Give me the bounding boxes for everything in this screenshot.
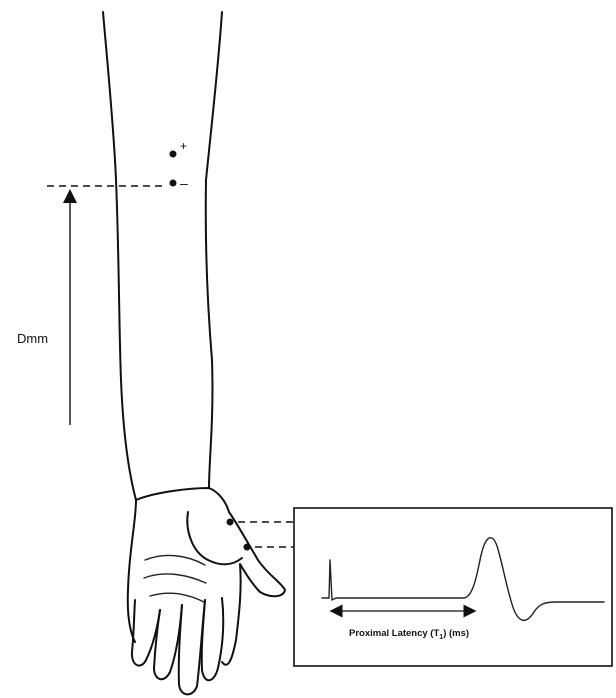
stimulus-electrode-minus	[170, 180, 177, 187]
middle-finger	[179, 600, 205, 694]
latency-label-suffix: ) (ms)	[443, 628, 469, 639]
electrode-plus-label: +	[180, 139, 187, 153]
hand	[132, 488, 285, 694]
palm-outline	[136, 488, 285, 665]
latency-label-prefix: Proximal Latency (T	[349, 628, 439, 639]
recording-panel: Proximal Latency (T1) (ms)	[294, 508, 612, 666]
recording-frame	[294, 508, 612, 666]
distance-label: Dmm	[17, 331, 48, 346]
stimulus-electrode-plus	[170, 151, 177, 158]
arm-right-edge	[206, 12, 222, 488]
recording-electrode-reference	[244, 544, 251, 551]
stimulating-electrodes: + –	[170, 139, 189, 191]
palm-crease-lower	[144, 574, 206, 583]
electrode-minus-label: –	[180, 175, 188, 191]
arm-left-edge	[103, 12, 136, 642]
distance-indicator: Dmm	[17, 186, 165, 425]
recording-electrode-active	[227, 519, 234, 526]
palm-crease-upper	[145, 555, 205, 565]
arm-outline	[103, 12, 222, 642]
palm-crease-third	[150, 593, 204, 602]
